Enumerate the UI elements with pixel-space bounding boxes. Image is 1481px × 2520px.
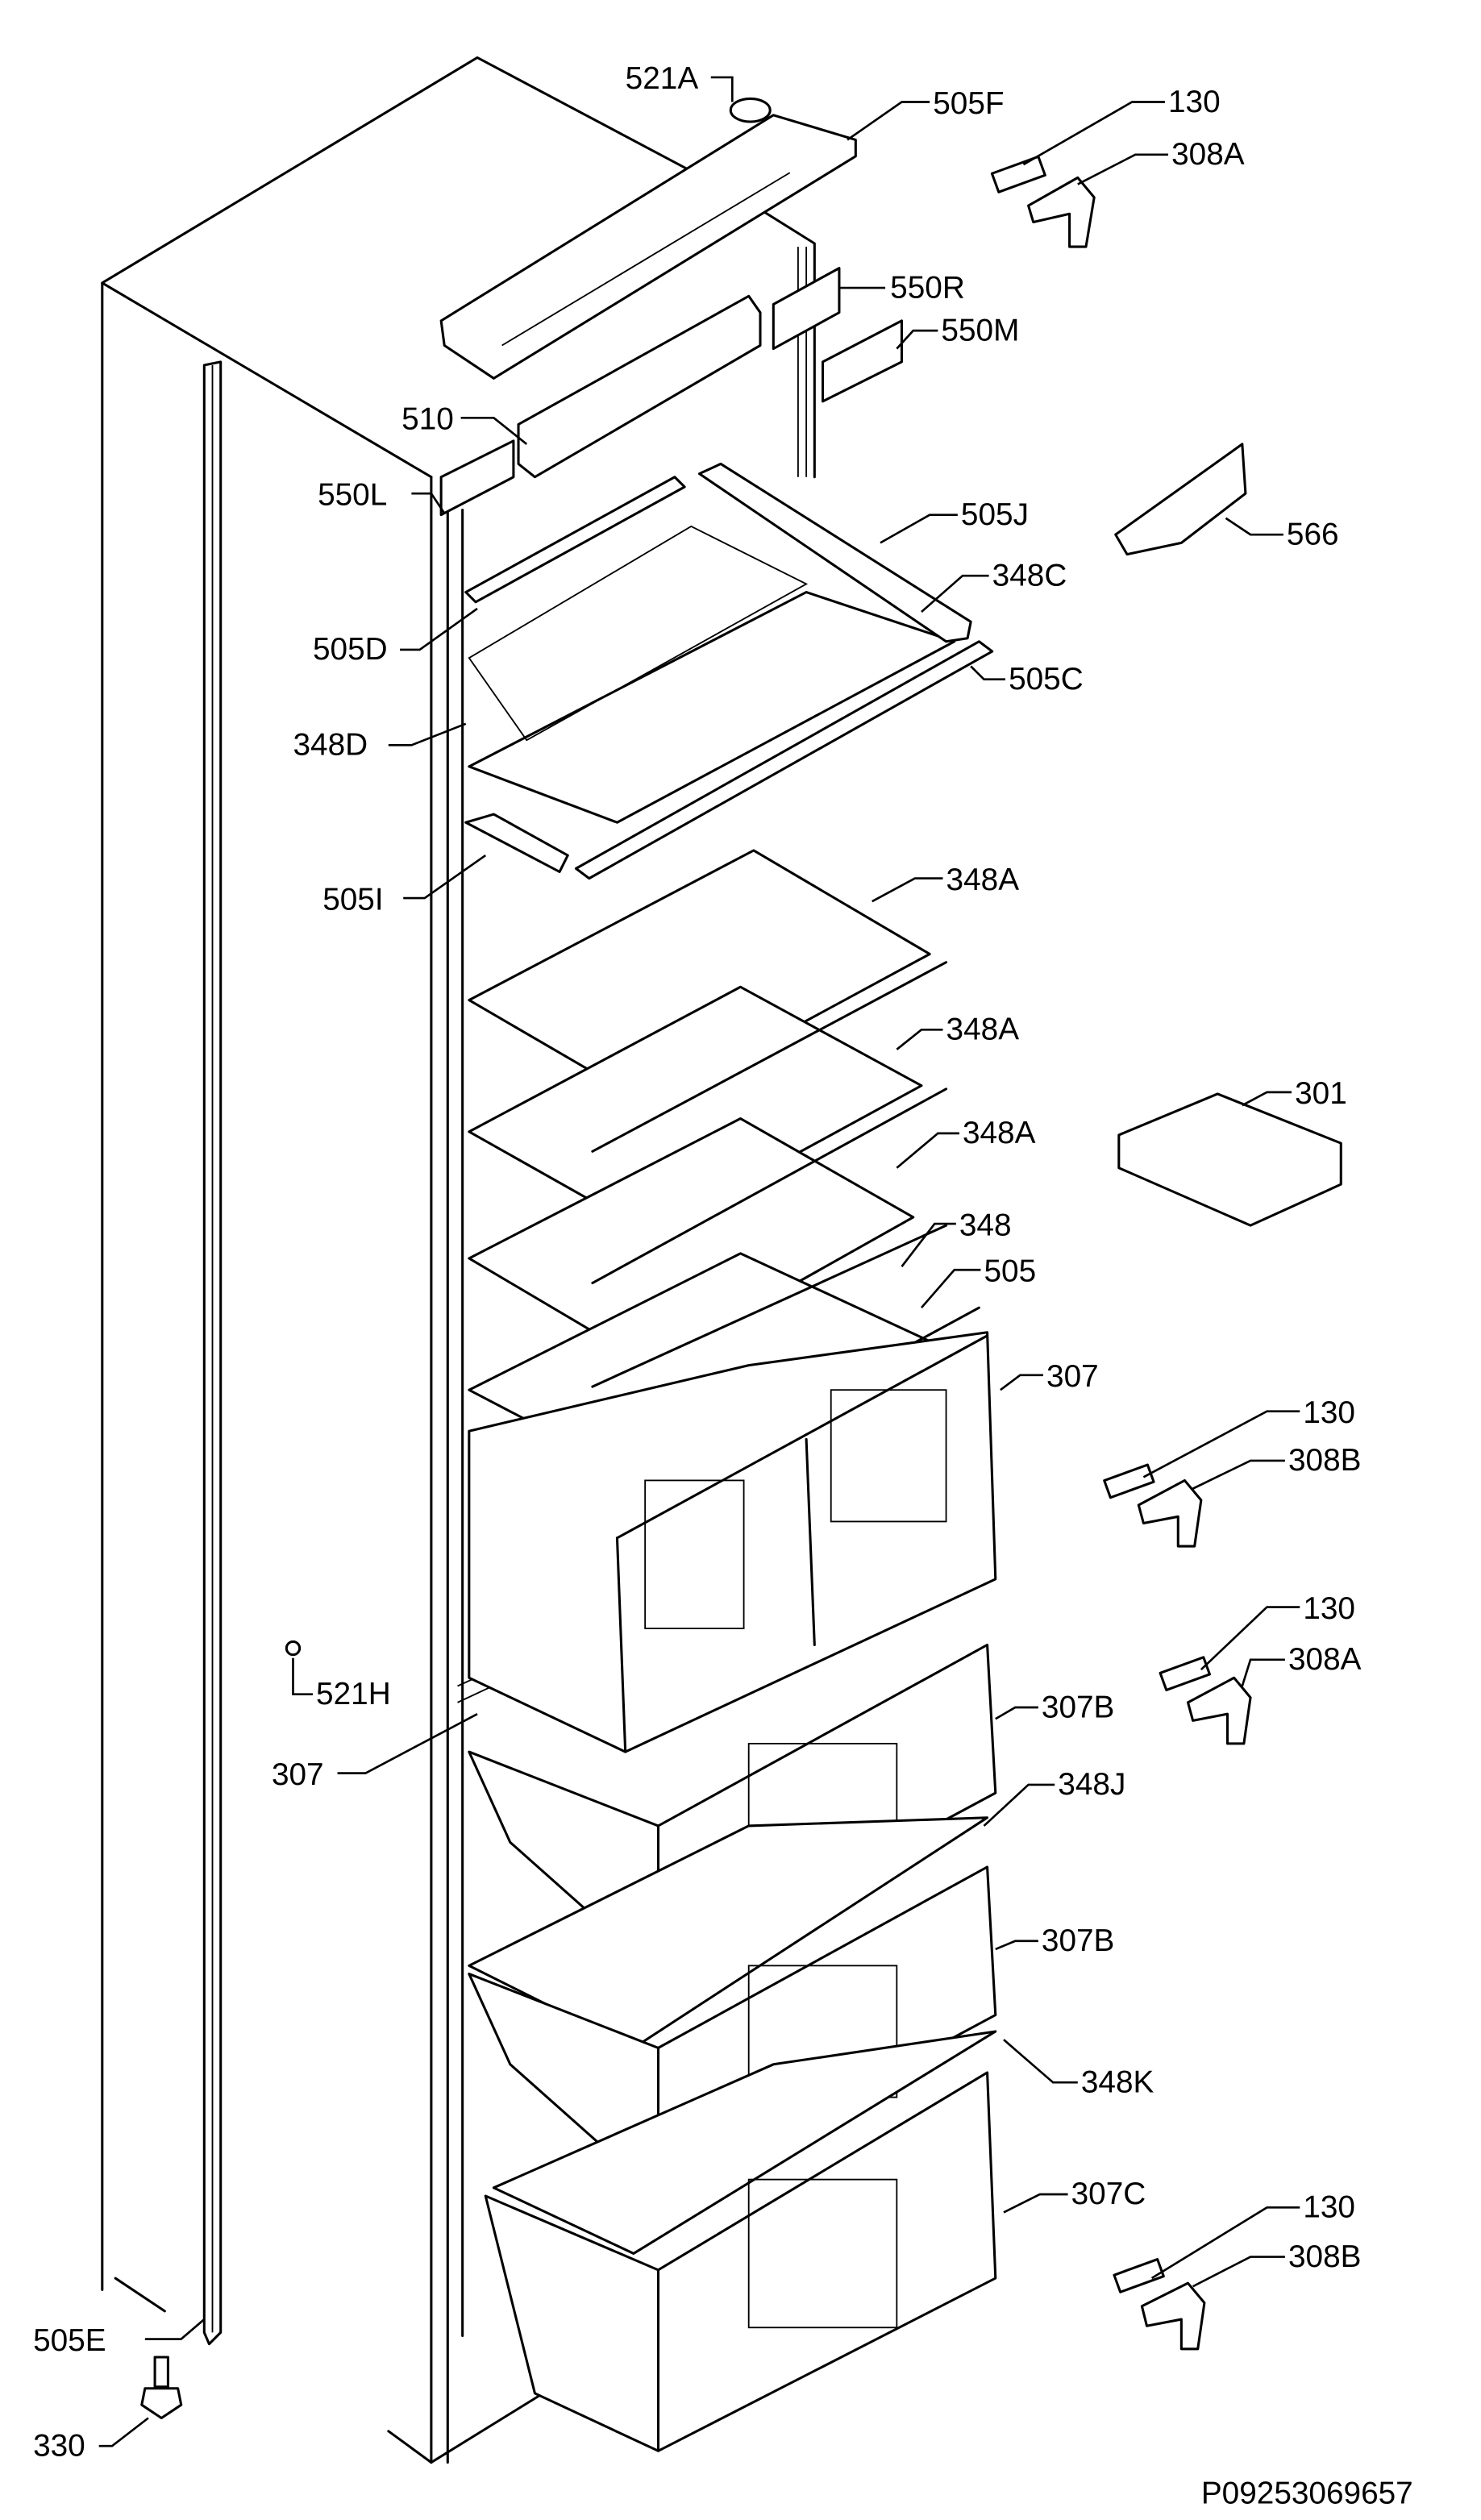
- hinge-cover-cap: [729, 97, 772, 123]
- hinge-set-2: [1103, 1463, 1203, 1548]
- callout-308A-2: 308A: [1288, 1642, 1362, 1677]
- callout-130-3: 130: [1303, 1591, 1355, 1626]
- callout-348D: 348D: [293, 728, 368, 763]
- callout-348A-1: 348A: [946, 863, 1020, 897]
- callout-130: 130: [1168, 85, 1221, 119]
- callout-348C: 348C: [992, 558, 1067, 593]
- callout-505E: 505E: [33, 2323, 106, 2358]
- callout-130-2: 130: [1303, 1395, 1355, 1430]
- callout-307B-1: 307B: [1042, 1690, 1115, 1724]
- door-seal: [202, 360, 223, 2346]
- callout-521H: 521H: [316, 1677, 391, 1711]
- glass-cover-348K: [492, 2030, 997, 2255]
- callout-505F: 505F: [933, 86, 1004, 121]
- callout-510: 510: [401, 402, 454, 437]
- callout-308A: 308A: [1171, 137, 1245, 172]
- hinge-set-4: [1113, 2258, 1206, 2351]
- callout-301: 301: [1295, 1076, 1347, 1111]
- callout-labels: 521A 505F 130 308A 550R 550M 510 550L 50…: [33, 61, 1362, 2463]
- reference-code: P09253069657: [1201, 2476, 1413, 2511]
- callout-307-upper: 307: [1046, 1359, 1099, 1394]
- callout-330: 330: [33, 2428, 85, 2463]
- cabinet: [101, 56, 816, 2464]
- ice-scraper: [1114, 443, 1247, 556]
- callout-308B-1: 308B: [1288, 1443, 1362, 1478]
- callout-307-left: 307: [272, 1757, 324, 1792]
- label-right: [772, 267, 841, 351]
- shelf-rail-505I: [464, 813, 569, 873]
- light-cover: [517, 294, 762, 479]
- callout-307B-2: 307B: [1042, 1923, 1115, 1958]
- callout-505I: 505I: [322, 882, 383, 917]
- callout-505D: 505D: [313, 632, 388, 667]
- callout-348K: 348K: [1081, 2065, 1154, 2099]
- callout-505: 505: [984, 1254, 1036, 1289]
- shelf-rail-505D: [464, 476, 686, 604]
- callout-307C: 307C: [1071, 2177, 1146, 2211]
- adjustable-foot: [140, 2356, 183, 2420]
- callout-308B-2: 308B: [1288, 2239, 1362, 2274]
- callout-130-4: 130: [1303, 2190, 1355, 2225]
- callout-550M: 550M: [941, 313, 1019, 347]
- callout-348: 348: [959, 1208, 1012, 1242]
- callout-348J: 348J: [1058, 1767, 1125, 1802]
- label-middle: [821, 319, 903, 403]
- shelf-glass-348C: [468, 591, 956, 824]
- leader-lines: [98, 76, 1300, 2447]
- hinge-set-1: [990, 155, 1096, 248]
- callout-505C: 505C: [1009, 662, 1084, 697]
- callout-348A-3: 348A: [963, 1116, 1036, 1150]
- callout-505J: 505J: [961, 497, 1029, 532]
- callout-550L: 550L: [318, 477, 387, 512]
- callout-521A: 521A: [626, 61, 699, 96]
- top-hinge-bracket: [439, 114, 857, 380]
- upper-drawers: [468, 1331, 997, 1753]
- callout-348A-2: 348A: [946, 1013, 1020, 1047]
- callout-550R: 550R: [890, 270, 965, 305]
- screw-icon: [285, 1640, 302, 1657]
- label-left: [439, 439, 515, 517]
- shelf-front-trim-505C: [574, 640, 994, 880]
- lower-drawer-3: [484, 2071, 997, 2452]
- callout-566: 566: [1287, 517, 1339, 551]
- shelf-rail-505J: [697, 462, 972, 643]
- ice-cube-tray: [1117, 1092, 1342, 1227]
